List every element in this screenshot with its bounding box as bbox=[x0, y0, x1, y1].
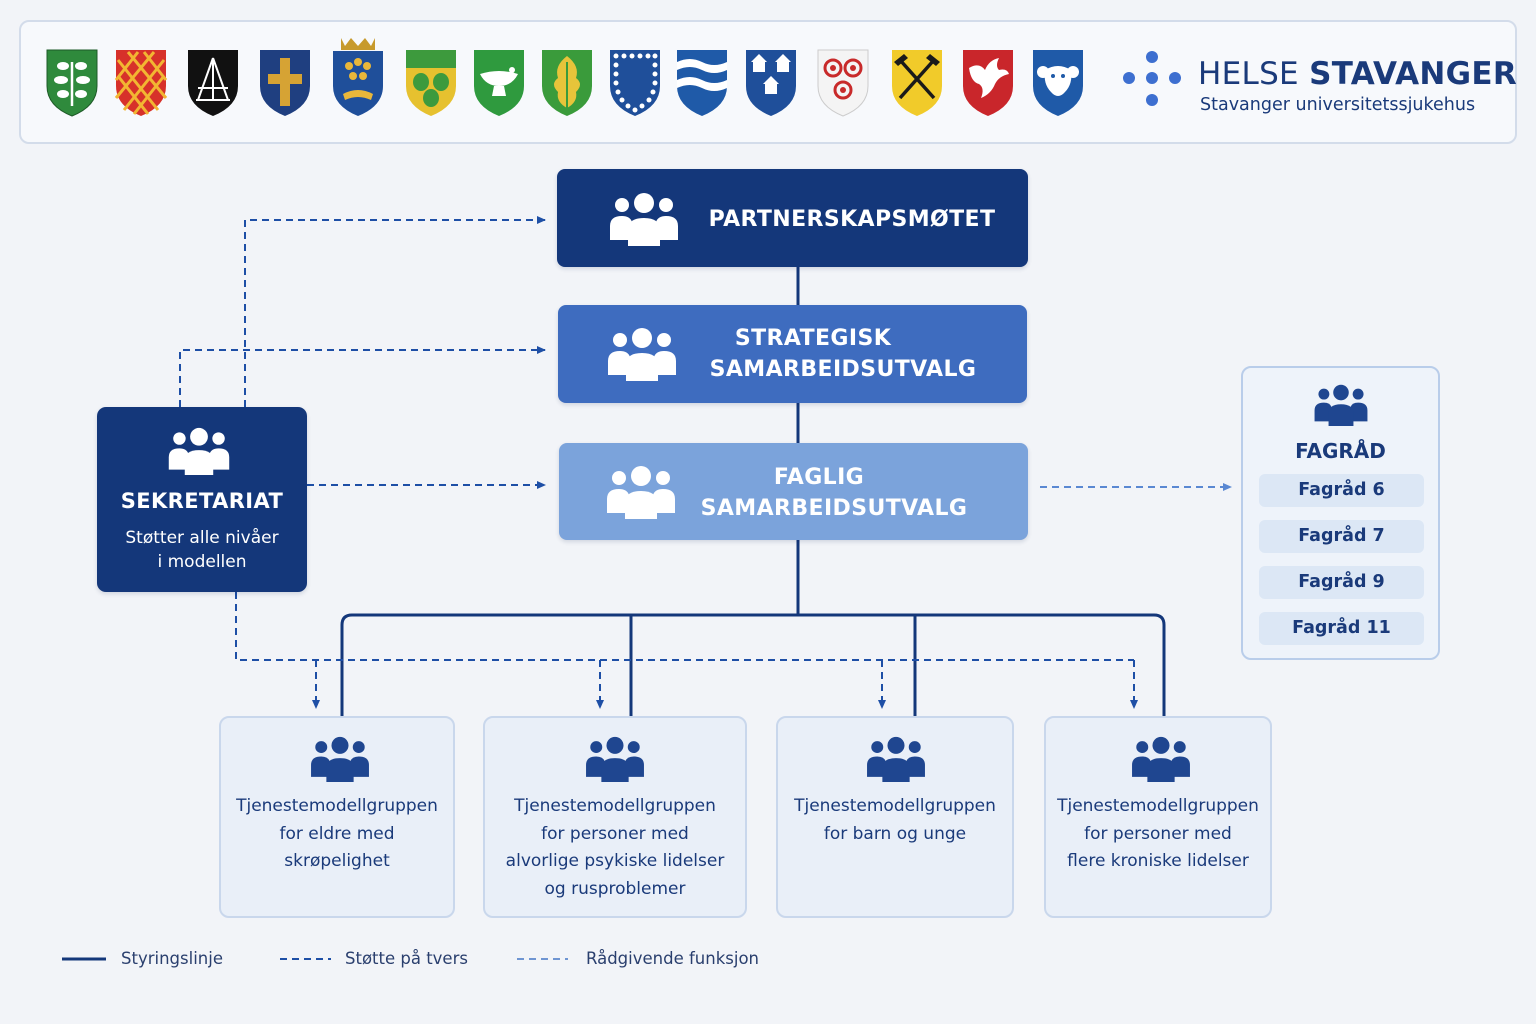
service-group-line: og rusproblemer bbox=[544, 878, 686, 899]
brand-subtitle: Stavanger universitetssjukehus bbox=[1200, 95, 1476, 115]
service-group-text: Tjenestemodellgruppen for barn og unge bbox=[778, 793, 1012, 848]
fagrad-item: Fagråd 11 bbox=[1259, 612, 1424, 645]
service-group-text: Tjenestemodellgruppen for personer med a… bbox=[485, 793, 745, 903]
service-group-line: for barn og unge bbox=[823, 823, 967, 844]
sekretariat-description: Støtter alle nivåer i modellen bbox=[97, 526, 307, 574]
strategisk-label-line2: SAMARBEIDSUTVALG bbox=[709, 357, 977, 382]
legend-label-dashed-light: Rådgivende funksjon bbox=[586, 949, 760, 968]
strategisk-samarbeidsutvalg-box: STRATEGISK SAMARBEIDSUTVALG bbox=[558, 305, 1027, 403]
sekretariat-desc-line1: Støtter alle nivåer bbox=[125, 528, 279, 548]
group-people-icon bbox=[863, 736, 929, 782]
sekretariat-desc-line2: i modellen bbox=[157, 552, 247, 572]
faglig-label-line2: SAMARBEIDSUTVALG bbox=[700, 496, 968, 521]
acorn-arms-icon bbox=[404, 48, 458, 118]
brand-name-light: HELSE bbox=[1198, 56, 1310, 92]
legend-label-dashed: Støtte på tvers bbox=[345, 949, 468, 968]
service-group-barn: Tjenestemodellgruppen for barn og unge bbox=[776, 716, 1014, 918]
fagrad-title: FAGRÅD bbox=[1295, 439, 1386, 463]
service-group-text: Tjenestemodellgruppen for personer med f… bbox=[1046, 793, 1270, 876]
cross-support-lines bbox=[179, 216, 1138, 709]
service-group-psykiske: Tjenestemodellgruppen for personer med a… bbox=[483, 716, 747, 918]
group-people-icon bbox=[610, 192, 678, 246]
service-group-line: alvorlige psykiske lidelser bbox=[505, 851, 725, 871]
sekretariat-box: SEKRETARIAT Støtter alle nivåer i modell… bbox=[97, 407, 307, 592]
service-group-line: Tjenestemodellgruppen bbox=[1057, 796, 1259, 816]
black-frame-arms-icon bbox=[186, 48, 240, 118]
service-group-line: skrøpelighet bbox=[284, 851, 390, 871]
wheels-arms-icon bbox=[816, 48, 870, 118]
helse-stavanger-logo-icon bbox=[1120, 48, 1184, 112]
faglig-samarbeidsutvalg-box: FAGLIG SAMARBEIDSUTVALG bbox=[559, 443, 1028, 540]
group-people-icon bbox=[1128, 736, 1194, 782]
group-people-icon bbox=[165, 427, 233, 475]
service-group-line: Tjenestemodellgruppen bbox=[794, 796, 996, 816]
partnerskapsmotet-label: PARTNERSKAPSMØTET bbox=[708, 207, 996, 232]
group-people-icon bbox=[582, 736, 648, 782]
ram-arms-icon bbox=[1031, 48, 1085, 118]
service-group-line: flere kroniske lidelser bbox=[1067, 851, 1249, 871]
group-people-icon bbox=[307, 736, 373, 782]
ring-dots-arms-icon bbox=[608, 48, 662, 118]
service-group-text: Tjenestemodellgruppen for eldre med skrø… bbox=[221, 793, 453, 876]
white-bird-arms-icon bbox=[961, 48, 1015, 118]
fagrad-item: Fagråd 9 bbox=[1259, 566, 1424, 599]
service-group-line: Tjenestemodellgruppen bbox=[236, 796, 438, 816]
service-group-line: for personer med bbox=[1084, 823, 1232, 844]
group-people-icon bbox=[1311, 384, 1371, 426]
red-gold-lattice-arms-icon bbox=[114, 48, 168, 118]
fagrad-item: Fagråd 6 bbox=[1259, 474, 1424, 507]
fagrad-item: Fagråd 7 bbox=[1259, 520, 1424, 553]
service-group-line: for personer med bbox=[541, 823, 689, 844]
group-people-icon bbox=[607, 465, 675, 519]
sekretariat-title: SEKRETARIAT bbox=[120, 489, 284, 513]
brand-name: HELSE STAVANGER bbox=[1198, 56, 1517, 92]
partnerskapsmotet-box: PARTNERSKAPSMØTET bbox=[557, 169, 1028, 267]
three-buildings-arms-icon bbox=[744, 48, 798, 118]
strategisk-label-line1: STRATEGISK bbox=[734, 326, 892, 351]
crossed-hammers-arms-icon bbox=[890, 48, 944, 118]
fagrad-panel: FAGRÅD Fagråd 6 Fagråd 7 Fagråd 9 Fagråd… bbox=[1241, 366, 1440, 660]
waves-arms-icon bbox=[675, 48, 729, 118]
service-group-eldre: Tjenestemodellgruppen for eldre med skrø… bbox=[219, 716, 455, 918]
faglig-label: FAGLIG SAMARBEIDSUTVALG bbox=[689, 462, 979, 524]
service-group-line: for eldre med bbox=[279, 823, 395, 844]
group-people-icon bbox=[608, 327, 676, 381]
cross-arms-icon bbox=[258, 48, 312, 118]
oak-leaf-arms-icon bbox=[540, 48, 594, 118]
service-group-kroniske: Tjenestemodellgruppen for personer med f… bbox=[1044, 716, 1272, 918]
faglig-label-line1: FAGLIG bbox=[773, 465, 865, 490]
governance-lines bbox=[340, 267, 1166, 716]
leaves-arms-icon bbox=[45, 48, 99, 118]
legend-label-solid: Styringslinje bbox=[121, 949, 223, 968]
lamp-arms-icon bbox=[472, 48, 526, 118]
brand-name-bold: STAVANGER bbox=[1309, 56, 1518, 92]
service-group-line: Tjenestemodellgruppen bbox=[514, 796, 716, 816]
crowned-arms-icon bbox=[331, 36, 385, 118]
strategisk-label: STRATEGISK SAMARBEIDSUTVALG bbox=[698, 323, 988, 385]
